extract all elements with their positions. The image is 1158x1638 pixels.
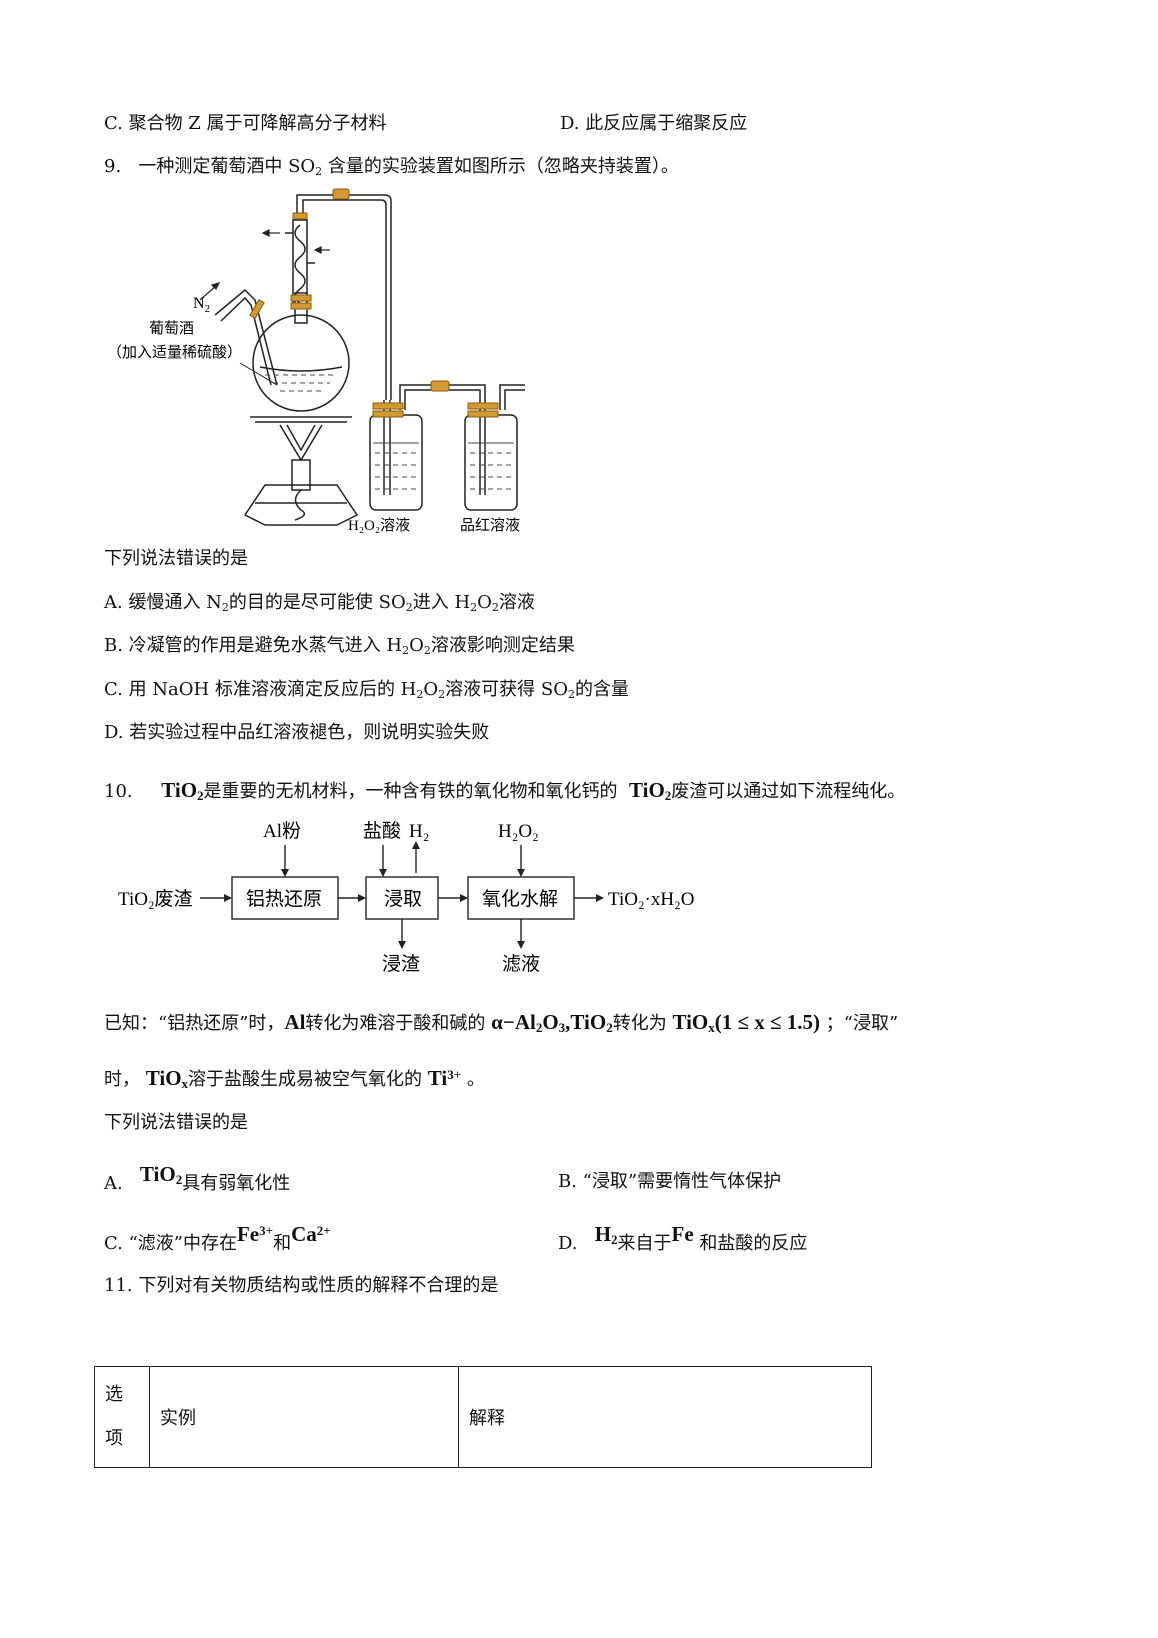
flow-output: TiO₂·xH₂O [608,889,694,910]
q10-number: 10. [104,781,133,802]
table-header-example: 实例 [149,1366,459,1468]
flow-input: TiO₂废渣 [118,888,193,910]
q10-option-a: A. TiO2具有弱氧化性 [104,1162,291,1194]
q9-pinhong-label: 品红溶液 [460,517,520,534]
flow-step1-reagent: Al粉 [263,820,301,842]
q11-table: 选 项 实例 解释 [94,1366,872,1468]
flow-step2-out: 浸渣 [382,953,420,975]
tio2-formula: TiO2 [161,778,204,803]
q10-option-d: D. H2来自于Fe 和盐酸的反应 [558,1222,808,1254]
flow-step3-reagent: H₂O₂ [498,821,539,842]
q11-stem: 11. 下列对有关物质结构或性质的解释不合理的是 [104,1275,499,1296]
q10-known-line1: 已知：“铝热还原”时，Al转化为难溶于酸和碱的 α−Al2O3,TiO2转化为 … [104,1010,899,1035]
q9-stem: 9. 一种测定葡萄酒中 SO2 含量的实验装置如图所示（忽略夹持装置）。 [104,155,679,179]
q9-stem-text: 一种测定葡萄酒中 SO [138,156,316,177]
alpha-al2o3-formula: α−Al2O3,TiO2 [491,1010,613,1035]
q9-prompt: 下列说法错误的是 [104,548,248,569]
table-header-option: 选 项 [94,1366,150,1468]
q10-known-line2: 时， TiOx溶于盐酸生成易被空气氧化的 Ti3+ 。 [104,1066,485,1091]
q10-prompt: 下列说法错误的是 [104,1112,248,1133]
flow-step1: 铝热还原 [246,888,322,910]
flow-step2-gas: H₂ [409,821,429,842]
q10-flow-diagram: TiO₂废渣 铝热还原 Al粉 浸取 盐酸 H₂ 浸渣 氧化水解 H₂O₂ 滤液… [118,820,694,975]
q9-h2o2-label: H₂O₂溶液 [348,517,410,534]
q9-option-d: D. 若实验过程中品红溶液褪色，则说明实验失败 [104,722,490,743]
q9-stem-text-b: 含量的实验装置如图所示（忽略夹持装置）。 [322,156,679,177]
q9-option-a: A. 缓慢通入 N2的目的是尽可能使 SO2进入 H2O2溶液 [104,592,535,614]
q10-option-b: B. “浸取”需要惰性气体保护 [558,1171,782,1192]
q9-wine-label: 葡萄酒 [149,320,194,337]
al-formula: Al [284,1010,306,1034]
q8-option-d: D. 此反应属于缩聚反应 [560,113,748,134]
table-header-explanation: 解释 [458,1366,872,1468]
q10-stem: 10. TiO2是重要的无机材料，一种含有铁的氧化物和氧化钙的 TiO2废渣可以… [104,778,906,803]
q9-n2-label: N2 [193,295,210,315]
q9-option-b: B. 冷凝管的作用是避免水蒸气进入 H2O2溶液影响测定结果 [104,635,575,657]
tio2-formula-2: TiO2 [629,778,672,803]
tiox-range-formula: TiOx(1 ≤ x ≤ 1.5) [672,1010,821,1035]
q9-wine-note: （加入适量稀硫酸） [107,344,242,361]
q9-apparatus-figure: N2 葡萄酒 （加入适量稀硫酸） H₂O₂溶液 品红溶液 [107,188,525,534]
ti3-ion: Ti3+ [427,1066,462,1090]
table-row: 选 项 实例 解释 [94,1366,872,1468]
flow-step2-reagent: 盐酸 [363,820,401,842]
q9-number: 9. [104,156,122,177]
q8-option-c: C. 聚合物 Z 属于可降解高分子材料 [104,113,387,134]
q10-option-c: C. “滤液”中存在Fe3+和Ca2+ [104,1222,331,1254]
q9-stem-sub: 2 [315,165,323,178]
q9-option-c: C. 用 NaOH 标准溶液滴定反应后的 H2O2溶液可获得 SO2的含量 [104,679,629,701]
tiox-formula: TiOx [145,1066,189,1091]
flow-step3: 氧化水解 [482,888,558,910]
flow-step3-out: 滤液 [502,953,540,975]
flow-step2: 浸取 [384,888,422,910]
